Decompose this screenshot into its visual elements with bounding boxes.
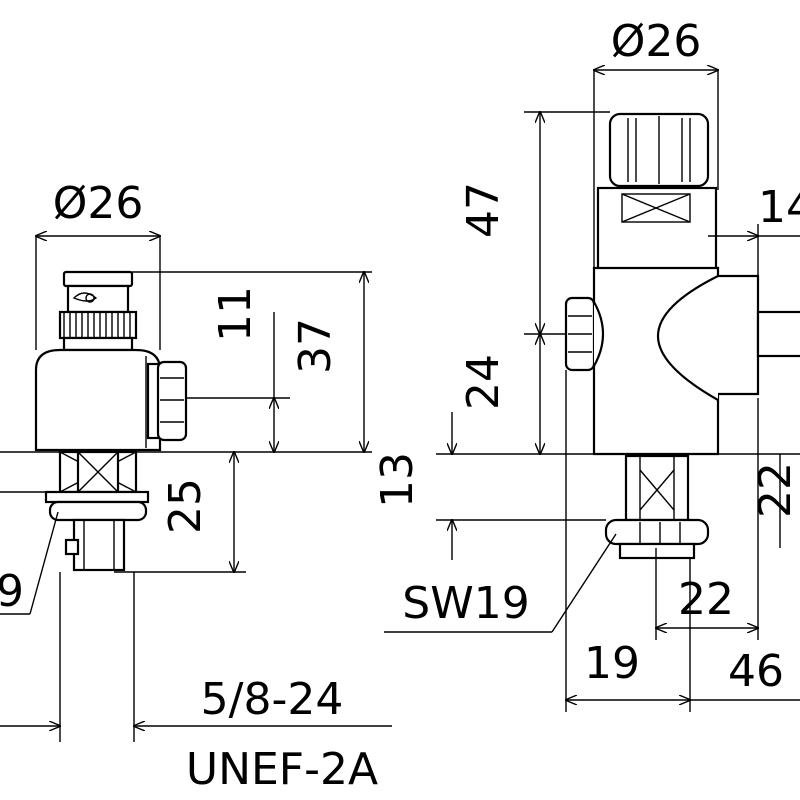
right-sw-label: SW19	[402, 578, 529, 629]
left-side-knob	[146, 360, 188, 442]
left-thread-spec: 5/8-24	[201, 674, 344, 725]
right-dim-46: 46	[728, 646, 784, 697]
left-thread-class: UNEF-2A	[186, 744, 378, 795]
left-sw-partial: 9	[0, 566, 24, 617]
right-dim-47: 47	[458, 182, 509, 238]
right-dim-13: 13	[372, 452, 423, 508]
left-view: Ø26 11 37 25 9 5/8-24 UNEF-2A	[0, 178, 392, 795]
right-neck	[596, 186, 718, 272]
right-dim-19: 19	[584, 638, 640, 689]
left-dim-11: 11	[210, 286, 261, 342]
right-dia-label: Ø26	[611, 16, 702, 67]
left-lower-thread	[44, 450, 150, 572]
right-top-nut	[608, 112, 710, 188]
left-dim-25: 25	[160, 478, 211, 534]
right-dim-14-partial: 14	[758, 182, 800, 233]
right-dim-22: 22	[678, 574, 734, 625]
right-side-knob	[564, 296, 604, 372]
left-bnc-connector	[58, 270, 138, 352]
left-dim-37: 37	[290, 318, 341, 374]
right-lower-thread	[604, 454, 710, 560]
right-side-arm	[656, 274, 800, 401]
right-dim-24: 24	[458, 354, 509, 410]
left-dia-label: Ø26	[53, 178, 144, 229]
left-main-body	[34, 348, 162, 452]
right-view: Ø26 47 24 13 14 22 SW19 22 19	[372, 16, 800, 712]
